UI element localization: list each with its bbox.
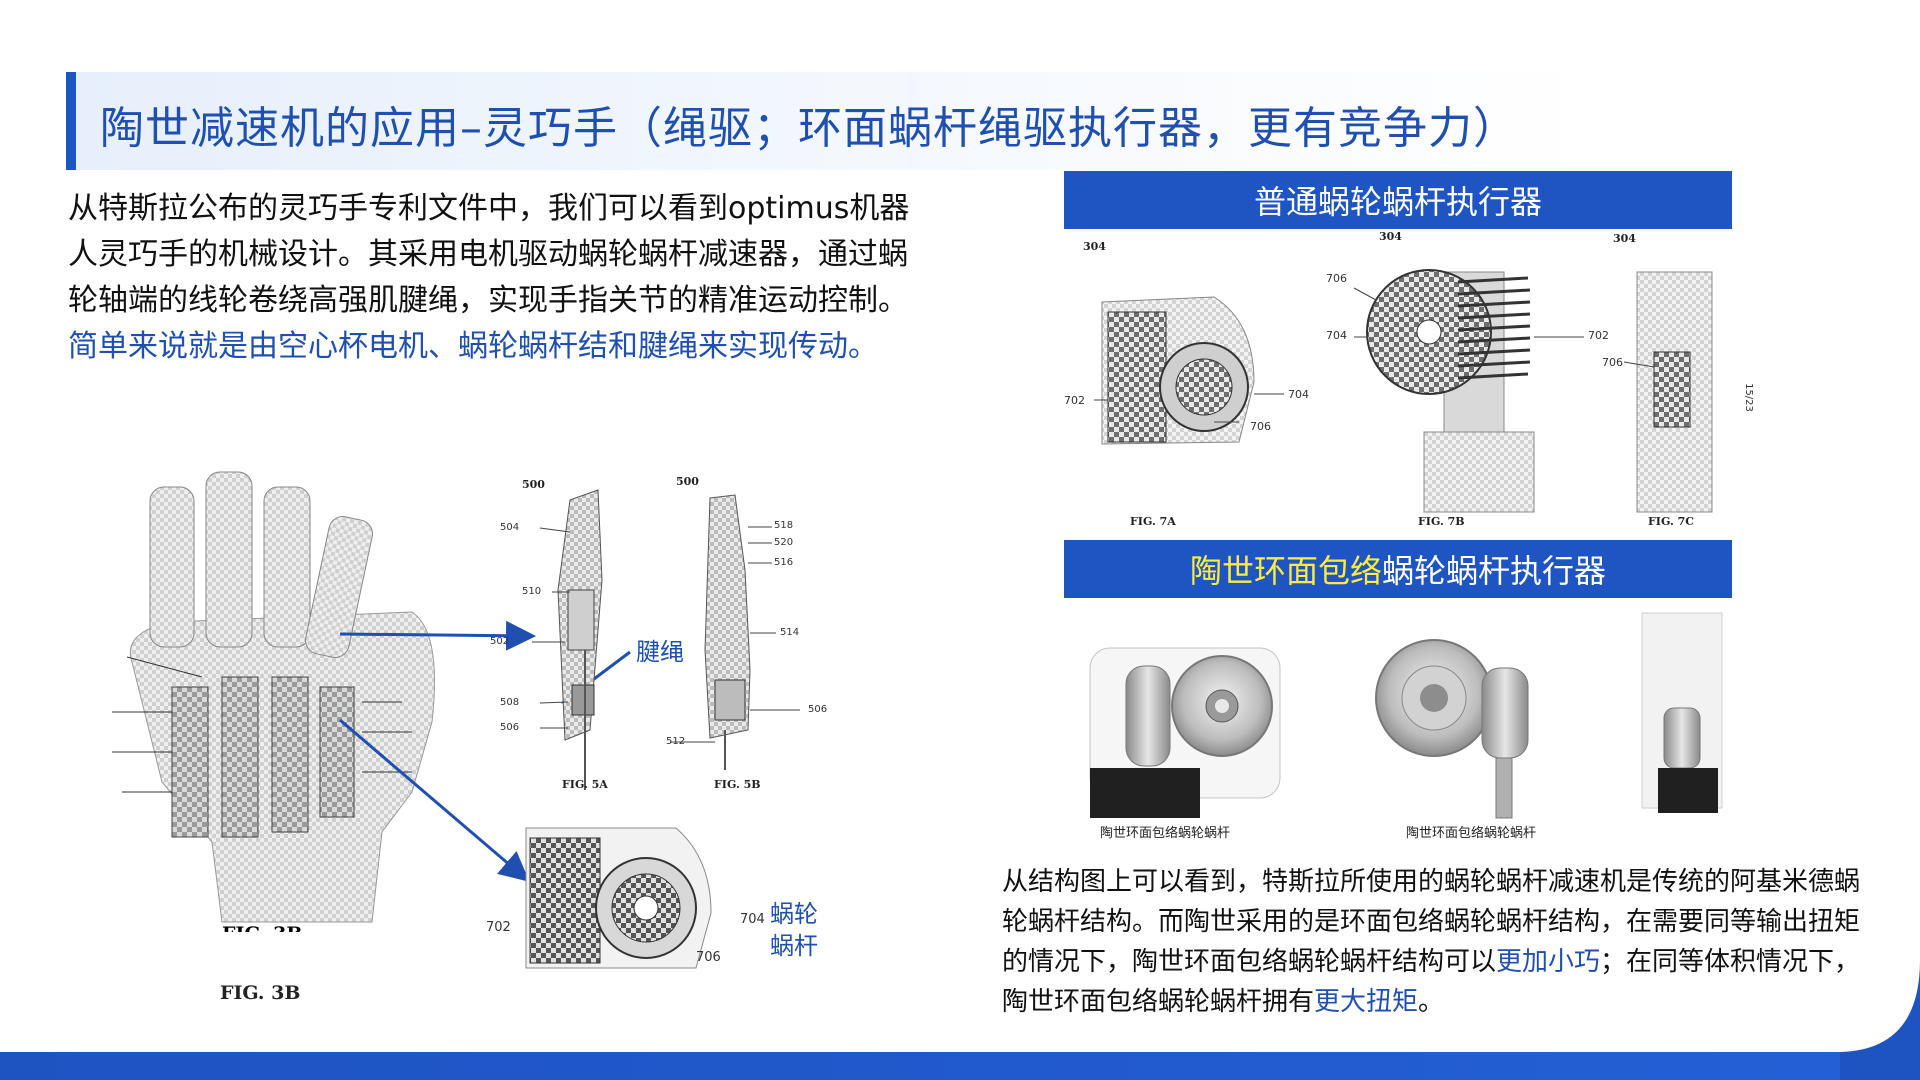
fig5-label-504: 504 <box>500 522 520 533</box>
tendon-tag: 腱绳 <box>636 638 684 666</box>
left-paragraph-highlight: 简单来说就是由空心杯电机、蜗轮蜗杆结和腱绳来实现传动。 <box>68 329 878 364</box>
fig5-label-520: 520 <box>774 537 794 548</box>
title-accent-bar <box>66 72 76 170</box>
right-paragraph-p1: 从结构图上可以看到，特斯拉所使用的蜗轮蜗杆减速机是传统的阿基米德蜗轮蜗杆结构。而… <box>1002 867 1861 977</box>
fig7-illustrations <box>1094 269 1713 513</box>
worm-tag-line1: 蜗轮 <box>770 900 818 928</box>
section2-label-highlight: 陶世环面包络 <box>1189 552 1382 590</box>
section1-header: 普通蜗轮蜗杆执行器 <box>1064 171 1732 229</box>
fig5-label-500a: 500 <box>522 478 545 491</box>
fig7a-label-706: 706 <box>1250 420 1271 433</box>
fig5-illustration <box>532 489 800 790</box>
worm-label-702: 702 <box>486 920 511 935</box>
render-caption-1: 陶世环面包络蜗轮蜗杆 <box>1100 826 1231 841</box>
fig7c-label-706: 706 <box>1602 356 1623 369</box>
fig5-label-518: 518 <box>774 520 794 531</box>
fig5-label-506a: 506 <box>500 722 520 733</box>
arrow-to-worm <box>339 718 530 882</box>
corner-decoration <box>1840 960 1920 1080</box>
fig5-label-516: 516 <box>774 557 794 568</box>
title-background <box>76 72 1596 170</box>
annotation-arrows <box>339 620 536 882</box>
patent-page-number: 15/23 <box>1742 383 1754 412</box>
fig5-label-502: 502 <box>490 636 510 647</box>
left-paragraph: 从特斯拉公布的灵巧手专利文件中，我们可以看到optimus机器人灵巧手的机械设计… <box>68 186 928 370</box>
section1-label: 普通蜗轮蜗杆执行器 <box>1253 183 1542 221</box>
fig7a-label-702: 702 <box>1064 394 1085 407</box>
hand-illustration: FIG. 3B <box>112 471 435 932</box>
fig7c-label-304: 304 <box>1613 232 1636 245</box>
fig5-label-506b: 506 <box>808 704 828 715</box>
fig7b-label-304: 304 <box>1379 230 1402 243</box>
worm-label-706: 706 <box>696 950 721 965</box>
fig5-label-512: 512 <box>666 736 686 747</box>
right-paragraph: 从结构图上可以看到，特斯拉所使用的蜗轮蜗杆减速机是传统的阿基米德蜗轮蜗杆结构。而… <box>1002 862 1882 1022</box>
fig5-label-500b: 500 <box>676 475 699 488</box>
fig5-label-508: 508 <box>500 697 520 708</box>
fig7b-label-706: 706 <box>1326 272 1347 285</box>
fig5a-caption: FIG. 5A <box>562 778 608 791</box>
left-paragraph-text: 从特斯拉公布的灵巧手专利文件中，我们可以看到optimus机器人灵巧手的机械设计… <box>68 191 910 318</box>
worm-tag-line2: 蜗杆 <box>770 932 818 960</box>
fig7b-label-704: 704 <box>1326 329 1347 342</box>
right-paragraph-h2: 更大扭矩 <box>1314 987 1419 1017</box>
fig5-label-510: 510 <box>522 586 542 597</box>
fig7b-caption: FIG. 7B <box>1418 515 1465 528</box>
right-paragraph-p2: ；在同等体积情况下，陶世环面包络蜗轮蜗杆拥有 <box>1002 947 1861 1017</box>
section2-label-rest: 蜗轮蜗杆执行器 <box>1382 552 1607 590</box>
right-paragraph-p3: 。 <box>1418 987 1445 1017</box>
right-paragraph-h1: 更加小巧 <box>1496 947 1601 977</box>
toroidal-worm-renders <box>1089 612 1723 819</box>
fig3b-caption: FIG. 3B <box>222 923 302 932</box>
worm-tag: 蜗轮 蜗杆 <box>770 898 818 962</box>
fig5-label-514: 514 <box>780 627 800 638</box>
worm-gear-detail <box>525 827 712 969</box>
fig7a-label-304: 304 <box>1083 240 1106 253</box>
worm-label-704: 704 <box>740 912 765 927</box>
render-caption-2: 陶世环面包络蜗轮蜗杆 <box>1406 826 1537 841</box>
page-title: 陶世减速机的应用–灵巧手（绳驱；环面蜗杆绳驱执行器，更有竞争力） <box>100 103 1518 154</box>
fig3b-caption-text: FIG. 3B <box>220 982 301 1004</box>
bottom-band <box>0 1052 1920 1080</box>
fig7a-caption: FIG. 7A <box>1130 515 1176 528</box>
fig5b-caption: FIG. 5B <box>714 778 761 791</box>
fig7b-label-702: 702 <box>1588 329 1609 342</box>
fig7c-caption: FIG. 7C <box>1648 515 1695 528</box>
fig7a-label-704: 704 <box>1288 388 1309 401</box>
arrow-to-fig5a <box>339 620 536 651</box>
section2-header: 陶世环面包络蜗轮蜗杆执行器 <box>1064 540 1732 598</box>
